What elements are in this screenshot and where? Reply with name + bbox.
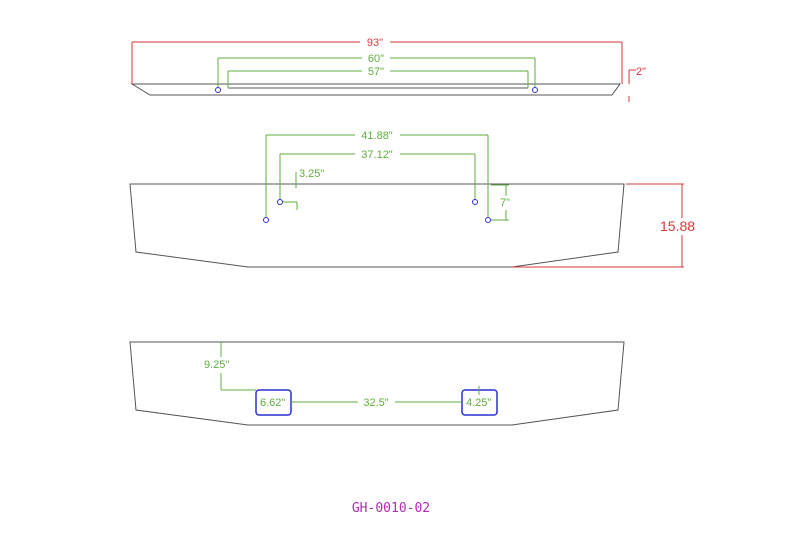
dim-cutout-right-width-label: 4.25" <box>466 397 491 409</box>
bottom-view: 9.25" 6.62" 32.5" 4.25" <box>129 341 625 426</box>
dim-inner-hole-span-label: 37.12" <box>361 149 393 161</box>
dim-overall-width-label: 93" <box>367 37 383 49</box>
dim-cutout-height: 9.25" <box>204 342 256 391</box>
dim-end-height: 2" <box>628 66 646 102</box>
part-number: GH-0010-02 <box>352 501 430 516</box>
top-view-hole-right <box>532 87 538 93</box>
front-view-hole-outer-left <box>263 217 269 223</box>
dim-hole-drop: 7" <box>491 184 510 221</box>
dim-cutout-height-label: 9.25" <box>204 359 229 371</box>
dim-overall-height-label: 15.88 <box>660 218 695 234</box>
front-view: 41.88" 37.12" 3.25" 7" <box>129 130 695 268</box>
front-view-hole-inner-left <box>277 199 283 205</box>
bottom-view-outline <box>129 341 625 426</box>
dim-overall-width: 93" <box>131 37 623 84</box>
dim-cutout-left-width-label: 6.62" <box>260 397 285 409</box>
dim-inner-hole-span: 37.12" <box>279 149 476 199</box>
dim-hole-span: 60" <box>217 53 536 87</box>
top-view-outline <box>130 83 621 96</box>
dim-cutout-spacing: 32.5" <box>291 397 462 409</box>
dim-cutout-spacing-label: 32.5" <box>363 397 388 409</box>
front-view-hole-inner-right <box>472 199 478 205</box>
dim-cutout-right-width: 4.25" <box>466 386 491 409</box>
dim-hole-drop-label: 7" <box>500 197 510 209</box>
dim-hole-offset: 3.25" <box>283 168 324 210</box>
dim-outer-hole-span: 41.88" <box>265 130 489 217</box>
dim-outer-hole-span-label: 41.88" <box>361 130 393 142</box>
dim-hole-span-label: 60" <box>368 53 384 65</box>
top-view: 93" 60" 57" 2" <box>130 37 646 102</box>
front-view-outline <box>129 183 625 268</box>
dim-overall-height: 15.88 <box>512 183 695 268</box>
top-view-hole-left <box>215 87 221 93</box>
front-view-hole-outer-right <box>485 217 491 223</box>
dim-hole-offset-label: 3.25" <box>299 168 324 180</box>
dim-end-height-label: 2" <box>636 66 646 78</box>
dim-flat-span-label: 57" <box>368 66 384 78</box>
dim-flat-span: 57" <box>227 66 529 88</box>
